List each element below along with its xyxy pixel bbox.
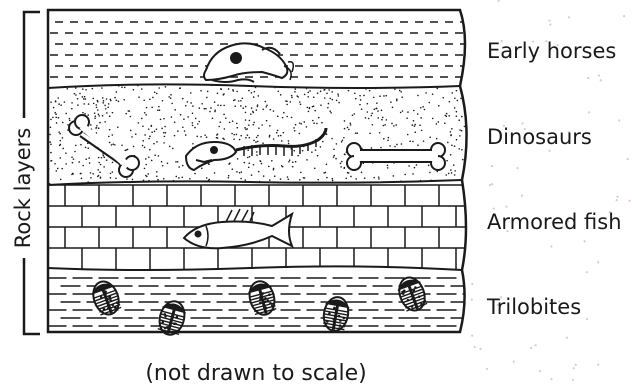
trilobite-icon — [89, 278, 123, 318]
rock-layer-armored-fish — [40, 185, 470, 270]
layer-label-trilobites: Trilobites — [486, 295, 581, 319]
trilobite-icon — [246, 278, 278, 317]
layer-label-armored-fish: Armored fish — [487, 210, 622, 234]
dinosaur-skeleton-icon — [186, 128, 326, 170]
fish-icon — [184, 209, 292, 248]
layer-label-dinosaurs: Dinosaurs — [487, 125, 592, 149]
rock-layer-trilobites — [47, 274, 471, 338]
trilobite-icon — [321, 295, 351, 333]
layer-boundary-3 — [48, 266, 462, 270]
rock-layer-dinosaurs — [47, 81, 468, 186]
rock-layers-axis-label: Rock layers — [11, 128, 35, 249]
horse-skull-icon — [204, 43, 293, 82]
layer-label-early-horses: Early horses — [487, 39, 616, 63]
caption: (not drawn to scale) — [145, 361, 366, 386]
bone-icon-right — [347, 143, 445, 170]
trilobite-icon — [395, 274, 429, 314]
layer-boundary-1 — [48, 84, 460, 88]
rock-layer-early-horses — [40, 22, 470, 88]
